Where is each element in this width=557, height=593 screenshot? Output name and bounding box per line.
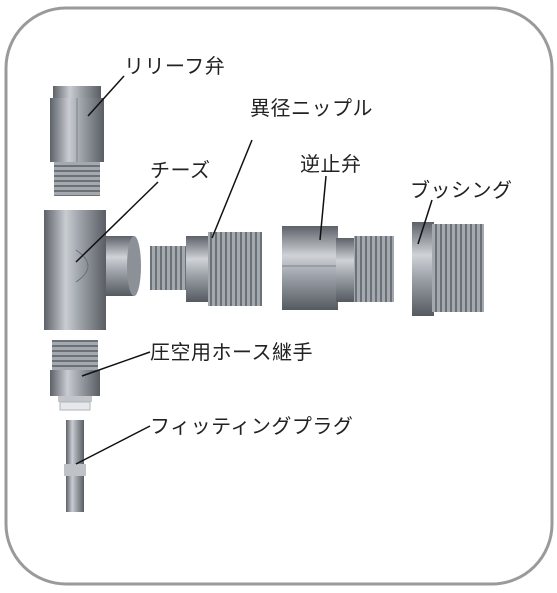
leader-line-reducing-nipple — [211, 139, 253, 239]
leader-line-fitting-plug — [75, 425, 151, 465]
air-hose-fitting-part — [50, 340, 100, 411]
check-valve-part — [282, 226, 394, 310]
label-relief-valve: リリーフ弁 — [124, 54, 226, 78]
leader-line-air-hose-fitting — [81, 351, 151, 377]
label-bushing: ブッシング — [410, 178, 513, 202]
leader-lines — [75, 75, 433, 465]
reducing-nipple-part — [150, 232, 262, 306]
frame-border — [4, 6, 554, 586]
label-reducing-nipple: 異径ニップル — [250, 96, 373, 120]
label-check-valve: 逆止弁 — [300, 152, 362, 176]
label-tee: チーズ — [150, 158, 211, 182]
label-air-hose-fitting: 圧空用ホース継手 — [150, 340, 313, 364]
bushing-part — [412, 222, 484, 316]
leader-line-check-valve — [319, 175, 327, 241]
tee-part — [44, 210, 141, 330]
leader-line-tee — [75, 181, 159, 263]
label-fitting-plug: フィッティングプラグ — [150, 414, 354, 438]
relief-valve-part — [50, 86, 104, 196]
leader-line-bushing — [417, 199, 433, 245]
leader-line-relief-valve — [87, 75, 125, 117]
fitting-plug-part — [64, 420, 86, 512]
